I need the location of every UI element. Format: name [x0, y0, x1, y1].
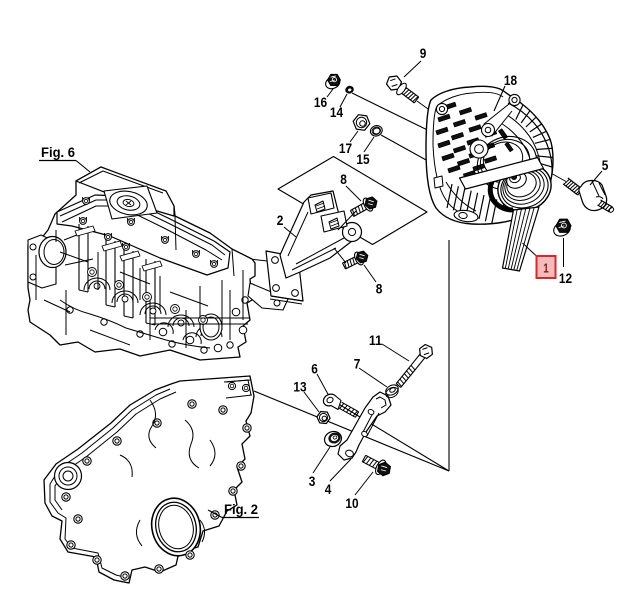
svg-text:4: 4: [325, 481, 332, 497]
svg-text:10: 10: [345, 495, 358, 511]
svg-text:8: 8: [376, 281, 383, 297]
svg-text:14: 14: [330, 104, 343, 120]
svg-text:9: 9: [420, 45, 427, 61]
svg-text:2: 2: [277, 212, 284, 228]
svg-text:17: 17: [339, 140, 352, 156]
svg-text:11: 11: [369, 332, 382, 348]
svg-text:12: 12: [559, 270, 572, 286]
svg-text:5: 5: [602, 157, 609, 173]
svg-text:3: 3: [309, 473, 316, 489]
svg-text:13: 13: [293, 379, 306, 395]
svg-text:Fig. 2: Fig. 2: [224, 501, 258, 517]
svg-text:6: 6: [311, 361, 318, 377]
svg-text:18: 18: [504, 72, 517, 88]
svg-text:1: 1: [543, 261, 549, 276]
svg-text:7: 7: [354, 356, 361, 372]
svg-text:Fig. 6: Fig. 6: [41, 144, 75, 160]
svg-text:15: 15: [356, 151, 369, 167]
svg-text:8: 8: [340, 171, 347, 187]
svg-text:16: 16: [314, 94, 327, 110]
